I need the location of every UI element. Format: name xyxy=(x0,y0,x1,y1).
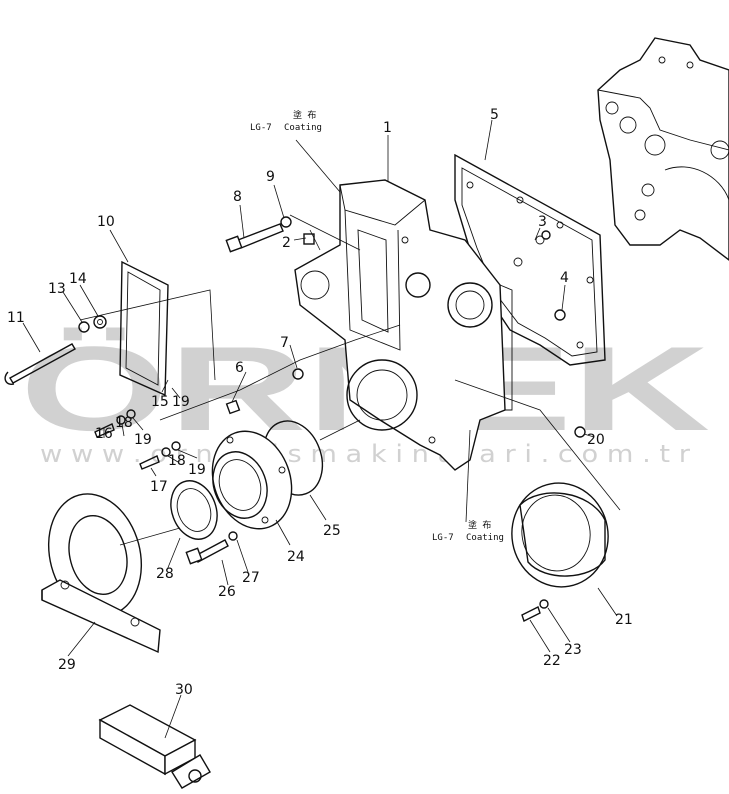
assembly-lines xyxy=(79,214,621,546)
plug-20 xyxy=(574,426,586,438)
coating-note-top: 塗 布 LG-7 Coating xyxy=(250,109,322,133)
callout-26: 26 xyxy=(218,584,236,600)
oil-seal-28 xyxy=(170,480,218,540)
callout-14: 14 xyxy=(69,271,87,287)
callout-3: 3 xyxy=(538,214,547,230)
washer-19a xyxy=(126,409,136,419)
washer-7 xyxy=(292,368,304,380)
bolt-16 xyxy=(94,423,115,438)
coating-note-top-word: Coating xyxy=(284,123,322,133)
callout-4: 4 xyxy=(560,270,569,286)
bolt-8 xyxy=(225,223,284,253)
callout-22: 22 xyxy=(543,653,561,669)
tool-30 xyxy=(98,704,211,789)
callout-29: 29 xyxy=(58,657,76,673)
plug-3 xyxy=(541,230,551,240)
nut-13 xyxy=(78,321,90,333)
callout-19a: 19 xyxy=(134,432,152,448)
engine-block xyxy=(597,37,729,261)
washer-27 xyxy=(228,531,238,541)
bolt-17 xyxy=(139,455,160,470)
callout-27: 27 xyxy=(242,570,260,586)
washer-19b xyxy=(171,441,181,451)
callout-2: 2 xyxy=(282,235,291,251)
callout-15: 15 xyxy=(151,394,169,410)
bolt-26-head xyxy=(185,547,203,565)
callout-6: 6 xyxy=(235,360,244,376)
callout-21: 21 xyxy=(615,612,633,628)
callout-9: 9 xyxy=(266,169,275,185)
callout-16: 16 xyxy=(95,426,113,442)
callout-23: 23 xyxy=(564,642,582,658)
tool-29 xyxy=(41,493,161,654)
callout-18a: 18 xyxy=(115,415,133,431)
rod-11 xyxy=(4,343,76,386)
callout-18b: 18 xyxy=(168,453,186,469)
watermark-url: w w w . o r n e k i s m a k i n a l a r … xyxy=(40,440,690,468)
callout-28: 28 xyxy=(156,566,174,582)
gasket-10 xyxy=(119,260,169,397)
callout-11: 11 xyxy=(7,310,25,326)
callout-numbers: 1 2 3 4 5 6 7 8 9 10 11 13 14 15 16 17 1… xyxy=(7,107,633,698)
callout-10: 10 xyxy=(97,214,115,230)
callout-8: 8 xyxy=(233,189,242,205)
callout-13: 13 xyxy=(48,281,66,297)
coating-note-bottom: 塗 布 LG-7 Coating xyxy=(432,519,504,543)
washer-18b xyxy=(161,447,171,457)
callout-5: 5 xyxy=(490,107,499,123)
plug-4 xyxy=(554,309,566,321)
plug-2 xyxy=(303,233,315,245)
washer-18a xyxy=(116,415,126,425)
callout-24: 24 xyxy=(287,549,305,565)
coating-note-top-chinese: 塗 布 xyxy=(293,109,316,121)
bolt-22 xyxy=(521,606,541,622)
callout-19b: 19 xyxy=(172,394,190,410)
callout-25: 25 xyxy=(323,523,341,539)
callout-7: 7 xyxy=(280,335,289,351)
coating-note-bottom-word: Coating xyxy=(466,533,504,543)
callout-30: 30 xyxy=(175,682,193,698)
callout-20: 20 xyxy=(587,432,605,448)
washer-9 xyxy=(280,216,292,228)
callout-17: 17 xyxy=(150,479,168,495)
cover-21 xyxy=(511,482,609,588)
coating-note-bottom-chinese: 塗 布 xyxy=(468,519,491,531)
callout-1: 1 xyxy=(383,120,392,136)
part-6 xyxy=(225,399,241,415)
washer-23 xyxy=(539,599,549,609)
gasket-front-cover xyxy=(454,153,606,366)
leader-lines xyxy=(22,119,618,739)
callout-19c: 19 xyxy=(188,462,206,478)
washer-14 xyxy=(93,315,107,329)
coating-note-top-material: LG-7 xyxy=(250,123,272,133)
coating-note-bottom-material: LG-7 xyxy=(432,533,454,543)
seal-housing-24 xyxy=(211,430,293,530)
